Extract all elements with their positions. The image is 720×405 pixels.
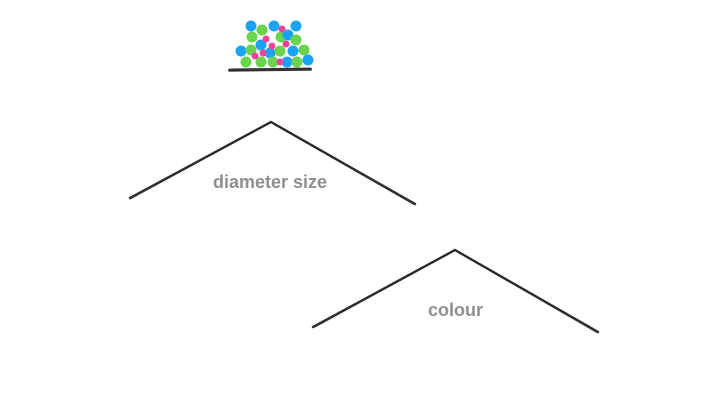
pink-ball <box>262 35 270 43</box>
blue-ball <box>290 20 302 32</box>
green-ball <box>256 24 268 36</box>
colour-split-chevron <box>311 248 600 334</box>
green-ball <box>291 56 303 68</box>
blue-ball <box>268 20 280 32</box>
pink-ball <box>259 49 267 57</box>
split-nodes <box>128 120 600 334</box>
blue-ball <box>302 54 314 66</box>
green-ball <box>298 44 310 56</box>
blue-ball <box>287 45 299 57</box>
green-ball <box>274 45 286 57</box>
ball-cluster <box>235 20 314 68</box>
colour-label: colour <box>428 300 484 320</box>
ground-line <box>227 67 313 72</box>
blue-ball <box>281 56 293 68</box>
pink-ball <box>282 40 290 48</box>
diameter-split-chevron <box>128 120 417 206</box>
diameter-size-label: diameter size <box>213 172 328 192</box>
green-ball <box>240 56 252 68</box>
pink-ball <box>278 25 286 33</box>
blue-ball <box>235 45 247 57</box>
blue-ball <box>245 20 257 32</box>
green-ball <box>255 56 267 68</box>
blue-ball <box>282 29 294 41</box>
blue-ball <box>264 47 276 59</box>
green-ball <box>246 31 258 43</box>
blue-ball <box>255 39 267 51</box>
green-ball <box>267 56 279 68</box>
pink-ball <box>251 52 259 60</box>
pink-ball <box>268 42 276 50</box>
pink-ball <box>276 58 284 66</box>
green-ball <box>290 34 302 46</box>
